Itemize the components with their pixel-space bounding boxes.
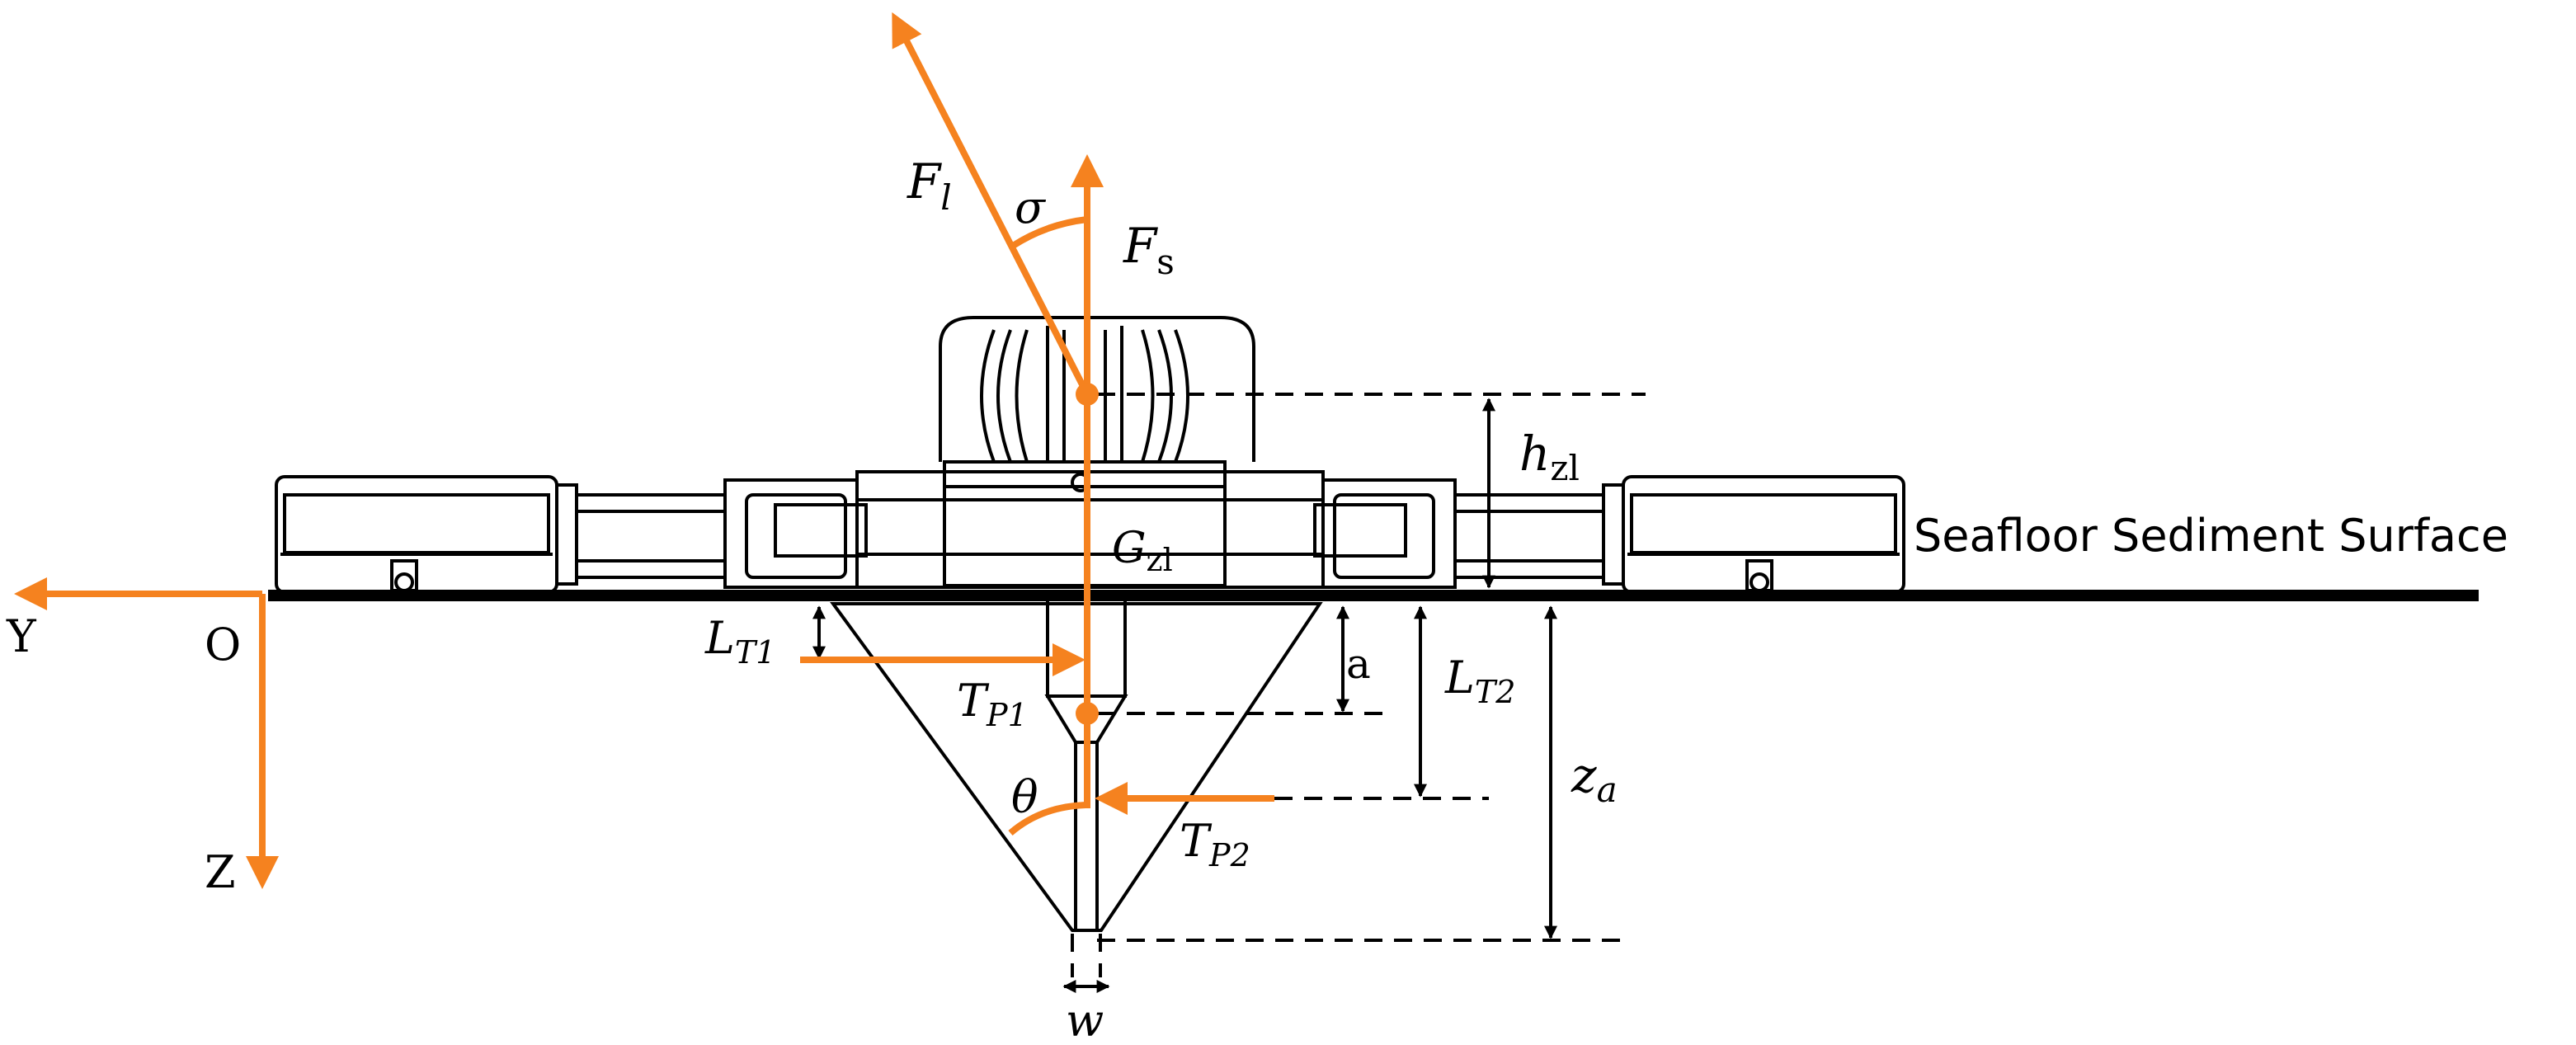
surface-label: Seafloor Sediment Surface <box>1914 510 2508 562</box>
axis-y-label: Y <box>6 610 37 662</box>
label-tp1: TP1 <box>957 675 1028 733</box>
point-gzl <box>1076 383 1099 406</box>
angle-theta-arc <box>1008 802 1086 836</box>
coordinate-axes <box>14 577 279 889</box>
label-fl: Fl <box>907 153 952 218</box>
label-za: za <box>1571 747 1618 810</box>
angle-sigma-arc <box>1010 216 1088 249</box>
force-fl-arrow <box>892 12 1090 396</box>
label-lt1: LT1 <box>704 612 775 671</box>
axis-z-label: Z <box>205 846 236 898</box>
label-gzl: Gzl <box>1112 524 1173 578</box>
label-w: w <box>1066 995 1104 1045</box>
label-sigma: σ <box>1015 181 1047 233</box>
axis-o-label: O <box>205 619 241 671</box>
point-tp1 <box>1076 702 1099 725</box>
label-fs: Fs <box>1123 218 1175 282</box>
label-tp2: TP2 <box>1180 815 1250 873</box>
label-lt2: LT2 <box>1444 652 1515 710</box>
anchor-cone <box>830 595 1323 932</box>
anchor-body <box>275 316 1905 594</box>
label-a: a <box>1346 640 1371 688</box>
label-theta: θ <box>1011 771 1038 823</box>
label-hzl: hzl <box>1519 426 1580 488</box>
